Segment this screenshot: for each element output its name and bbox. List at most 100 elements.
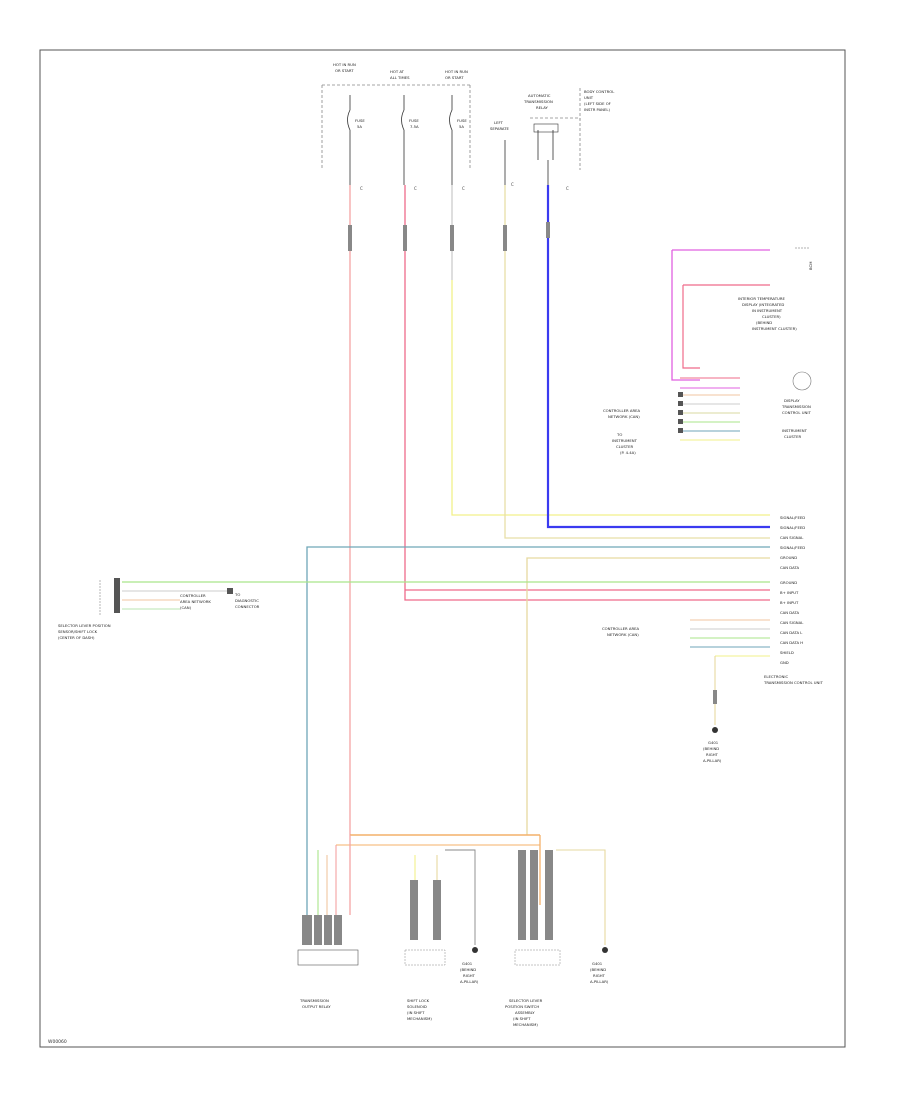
instrument-cluster-region: BCM INTERIOR TEMPERATURE DISPLAY (INTEGR… xyxy=(603,247,813,455)
svg-text:DISPLAY (INTEGRATED: DISPLAY (INTEGRATED xyxy=(742,302,784,307)
svg-text:G401: G401 xyxy=(462,961,473,966)
svg-text:CONTROL UNIT: CONTROL UNIT xyxy=(782,410,811,415)
svg-text:NETWORK (CAN): NETWORK (CAN) xyxy=(608,414,640,419)
svg-text:CAN SIGNAL: CAN SIGNAL xyxy=(780,535,804,540)
svg-text:FUSE: FUSE xyxy=(409,118,419,123)
svg-text:(CAN): (CAN) xyxy=(180,605,192,610)
svg-text:NETWORK (CAN): NETWORK (CAN) xyxy=(607,632,639,637)
relay-contacts xyxy=(533,123,559,160)
svg-text:5A: 5A xyxy=(357,124,362,129)
svg-text:CAN DATA: CAN DATA xyxy=(780,565,799,570)
svg-text:5A: 5A xyxy=(459,124,464,129)
svg-text:B+ INPUT: B+ INPUT xyxy=(780,590,799,595)
bottom-harness xyxy=(297,834,608,966)
svg-text:ALL TIMES: ALL TIMES xyxy=(390,75,410,80)
svg-text:ASSEMBLY: ASSEMBLY xyxy=(515,1010,535,1015)
svg-text:SIGNAL/FEED: SIGNAL/FEED xyxy=(780,545,805,550)
svg-text:CAN DATA H: CAN DATA H xyxy=(780,640,803,645)
svg-text:HOT AT: HOT AT xyxy=(390,69,405,74)
svg-text:SENSOR/SHIFT LOCK: SENSOR/SHIFT LOCK xyxy=(58,629,98,634)
svg-text:BCM: BCM xyxy=(808,262,813,270)
left-module: CONTROLLER AREA NETWORK (CAN) TO DIAGNOS… xyxy=(58,578,260,640)
svg-text:(BEHIND: (BEHIND xyxy=(703,746,719,751)
svg-text:TRANSMISSION CONTROL UNIT: TRANSMISSION CONTROL UNIT xyxy=(763,680,824,685)
svg-text:OR START: OR START xyxy=(445,75,464,80)
svg-text:RIGHT: RIGHT xyxy=(706,752,719,757)
svg-text:GROUND: GROUND xyxy=(780,555,797,560)
svg-text:TRANSMISSION: TRANSMISSION xyxy=(523,99,553,104)
main-wires xyxy=(122,185,770,915)
svg-text:C: C xyxy=(462,186,465,191)
fuse-2: FUSE 7.5A xyxy=(401,95,419,140)
svg-text:LEFT: LEFT xyxy=(494,120,504,125)
svg-text:IN INSTRUMENT: IN INSTRUMENT xyxy=(752,308,783,313)
svg-text:HOT IN RUN: HOT IN RUN xyxy=(333,62,356,67)
svg-text:C: C xyxy=(414,186,417,191)
fuse-3: FUSE 5A xyxy=(449,95,467,140)
fuse-1: FUSE 5A xyxy=(347,95,365,140)
svg-text:SIGNAL/FEED: SIGNAL/FEED xyxy=(780,515,805,520)
svg-text:SHIELD: SHIELD xyxy=(780,650,794,655)
svg-text:CLUSTER): CLUSTER) xyxy=(762,314,781,319)
svg-text:SELECTOR LEVER POSITION: SELECTOR LEVER POSITION xyxy=(58,623,111,628)
svg-text:TO: TO xyxy=(616,432,622,437)
svg-text:CAN DATA: CAN DATA xyxy=(780,610,799,615)
svg-text:SIGNAL/FEED: SIGNAL/FEED xyxy=(780,525,805,530)
svg-text:AREA NETWORK: AREA NETWORK xyxy=(180,599,211,604)
svg-text:POSITION SWITCH: POSITION SWITCH xyxy=(505,1004,539,1009)
svg-text:A-PILLAR): A-PILLAR) xyxy=(703,758,722,763)
svg-text:(BEHIND: (BEHIND xyxy=(756,320,772,325)
svg-text:FUSE: FUSE xyxy=(457,118,467,123)
svg-text:INTERIOR TEMPERATURE: INTERIOR TEMPERATURE xyxy=(738,296,785,301)
svg-text:GND: GND xyxy=(780,660,789,665)
svg-text:GROUND: GROUND xyxy=(780,580,797,585)
connector-markers xyxy=(348,222,550,251)
svg-text:(IN SHIFT: (IN SHIFT xyxy=(513,1016,531,1021)
fuse-block: HOT IN RUN OR START HOT AT ALL TIMES HOT… xyxy=(321,62,615,191)
svg-text:B+ INPUT: B+ INPUT xyxy=(780,600,799,605)
svg-text:DISPLAY: DISPLAY xyxy=(784,398,800,403)
svg-text:TRANSMISSION: TRANSMISSION xyxy=(781,404,811,409)
svg-text:HOT IN RUN: HOT IN RUN xyxy=(445,69,468,74)
svg-text:OUTPUT RELAY: OUTPUT RELAY xyxy=(302,1004,331,1009)
footer-code: W00060 xyxy=(48,1039,67,1045)
svg-text:(P. 4.4A): (P. 4.4A) xyxy=(620,450,636,455)
svg-text:FUSE: FUSE xyxy=(355,118,365,123)
svg-text:G401: G401 xyxy=(592,961,603,966)
svg-text:TO: TO xyxy=(234,592,240,597)
svg-text:ELECTRONIC: ELECTRONIC xyxy=(764,674,788,679)
svg-text:A-PILLAR): A-PILLAR) xyxy=(460,979,479,984)
svg-text:MECHANISM): MECHANISM) xyxy=(513,1022,538,1027)
svg-text:CONTROLLER AREA: CONTROLLER AREA xyxy=(603,408,641,413)
svg-text:CONTROLLER AREA: CONTROLLER AREA xyxy=(602,626,640,631)
svg-text:RELAY: RELAY xyxy=(536,105,549,110)
svg-text:(BEHIND: (BEHIND xyxy=(590,967,606,972)
svg-text:INSTR PANEL): INSTR PANEL) xyxy=(584,107,611,112)
svg-text:DIAGNOSTIC: DIAGNOSTIC xyxy=(235,598,259,603)
svg-text:(CENTER OF DASH): (CENTER OF DASH) xyxy=(58,635,95,640)
svg-text:(LEFT SIDE OF: (LEFT SIDE OF xyxy=(584,101,611,106)
svg-text:CAN SIGNAL: CAN SIGNAL xyxy=(780,620,804,625)
svg-text:SELECTOR LEVER: SELECTOR LEVER xyxy=(509,998,543,1003)
svg-text:TRANSMISSION: TRANSMISSION xyxy=(299,998,329,1003)
svg-text:SOLENOID: SOLENOID xyxy=(407,1004,427,1009)
svg-text:INSTRUMENT: INSTRUMENT xyxy=(612,438,638,443)
svg-text:A-PILLAR): A-PILLAR) xyxy=(590,979,609,984)
svg-text:C: C xyxy=(566,186,569,191)
svg-text:AUTOMATIC: AUTOMATIC xyxy=(528,93,551,98)
svg-text:RIGHT: RIGHT xyxy=(463,973,476,978)
svg-text:CLUSTER: CLUSTER xyxy=(616,444,633,449)
svg-text:CLUSTER: CLUSTER xyxy=(784,434,801,439)
diagram-border xyxy=(39,49,846,1048)
svg-text:RIGHT: RIGHT xyxy=(593,973,606,978)
svg-text:SEPARATE: SEPARATE xyxy=(490,126,510,131)
svg-text:C: C xyxy=(511,182,514,187)
svg-text:C: C xyxy=(360,186,363,191)
svg-text:7.5A: 7.5A xyxy=(410,124,419,129)
svg-text:BODY CONTROL: BODY CONTROL xyxy=(584,89,615,94)
svg-text:(IN SHIFT: (IN SHIFT xyxy=(407,1010,425,1015)
svg-text:OR START: OR START xyxy=(335,68,354,73)
svg-text:CONNECTOR: CONNECTOR xyxy=(235,604,260,609)
tcu-labels: SIGNAL/FEED SIGNAL/FEED CAN SIGNAL SIGNA… xyxy=(763,515,824,685)
svg-text:CONTROLLER: CONTROLLER xyxy=(180,593,206,598)
